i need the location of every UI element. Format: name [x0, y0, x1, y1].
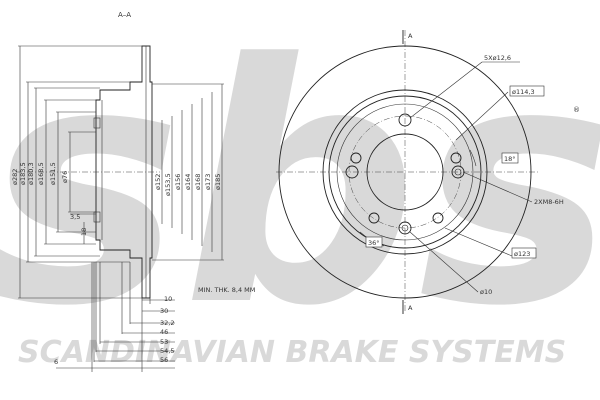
- stud-hole-section-lower: [93, 211, 101, 223]
- dim-d183-5: ø183,5: [19, 162, 27, 185]
- dim-d168-5: ø168,5: [37, 162, 45, 185]
- angle18-label-box: [501, 152, 519, 164]
- dim-30: 30: [160, 307, 168, 315]
- right-diameter-dims: ø152 ø153,5 ø156 ø164 ø168 ø173 ø185: [152, 83, 224, 261]
- label-pcd: ø114,3: [512, 88, 535, 96]
- dim-10: 10: [164, 295, 172, 303]
- threaded-hole-2: [450, 152, 462, 164]
- disc-outer-edge: [278, 45, 532, 299]
- centre-bore: [366, 133, 444, 211]
- d123-label-box: [511, 247, 537, 259]
- hub-detail-dims: 3,5 18: [70, 213, 96, 244]
- bolt-hole-3: [398, 221, 412, 235]
- front-view: A A: [276, 30, 564, 314]
- bolt-holes: [345, 113, 465, 235]
- bolt-hole-1: [398, 113, 412, 127]
- bolt-hole-2: [451, 165, 465, 179]
- threaded-hole-4: [432, 212, 444, 224]
- stud-hole-section: [93, 117, 101, 129]
- pcd-label-box: [509, 85, 545, 97]
- dim-d164: ø164: [184, 174, 192, 190]
- dim-d180-3: ø180,3: [27, 162, 35, 185]
- dim-56: 56: [160, 356, 168, 364]
- bolt-hole-3-inner: [401, 224, 409, 232]
- section-marker-a-bottom: A: [408, 304, 413, 312]
- front-leaders: [359, 61, 533, 293]
- label-angle-36: 36°: [368, 239, 380, 247]
- registered-mark: ®: [573, 106, 580, 114]
- dim-6: 6: [54, 358, 58, 366]
- label-bolt-holes: 5Xø12,6: [484, 54, 511, 62]
- label-d10: ø10: [480, 288, 492, 296]
- angle36-label-box: [365, 236, 383, 248]
- dim-46: 46: [160, 328, 168, 336]
- section-view: A–A ø282: [11, 11, 255, 372]
- disc-section-outline: [95, 45, 153, 299]
- label-angle-18: 18°: [504, 155, 516, 163]
- dim-32-2: 32,2: [160, 319, 174, 327]
- hub-face-circle: [336, 103, 474, 241]
- dim-d185: ø185: [214, 174, 222, 190]
- dim-d151-5: ø151,5: [49, 162, 57, 185]
- dim-3-5: 3,5: [70, 213, 80, 221]
- dim-d173: ø173: [204, 174, 212, 190]
- dim-d76: ø76: [61, 171, 69, 183]
- axial-dims: 10 30 32,2 46 53 54,5 56 6: [54, 262, 175, 372]
- threaded-holes: [350, 152, 462, 224]
- dim-d156: ø156: [174, 174, 182, 190]
- dim-d282: ø282: [11, 169, 19, 185]
- hat-inner-circle: [328, 95, 482, 249]
- company-watermark-text: SCANDINAVIAN BRAKE SYSTEMS: [18, 335, 566, 370]
- bolt-hole-2-inner: [454, 168, 462, 176]
- bolt-hole-4: [345, 165, 359, 179]
- section-marker-a-top: A: [408, 32, 413, 40]
- section-title: A–A: [118, 11, 131, 19]
- label-thread-holes: 2XM8-6H: [534, 198, 564, 206]
- threaded-hole-1: [350, 152, 362, 164]
- dim-d168: ø168: [194, 174, 202, 190]
- left-diameter-dims: ø282 ø183,5 ø180,3 ø168,5 ø151,5 ø76: [11, 45, 142, 299]
- dim-d152: ø152: [154, 174, 162, 190]
- dim-d153-5: ø153,5: [164, 173, 172, 196]
- min-thickness-note: MIN. THK. 8,4 MM: [198, 286, 255, 294]
- label-d123: ø123: [514, 250, 530, 258]
- dim-54-5: 54,5: [160, 347, 174, 355]
- threaded-hole-3: [368, 212, 380, 224]
- dim-18: 18: [80, 228, 88, 236]
- dim-53: 53: [160, 338, 168, 346]
- hat-outer-circle: [322, 89, 488, 255]
